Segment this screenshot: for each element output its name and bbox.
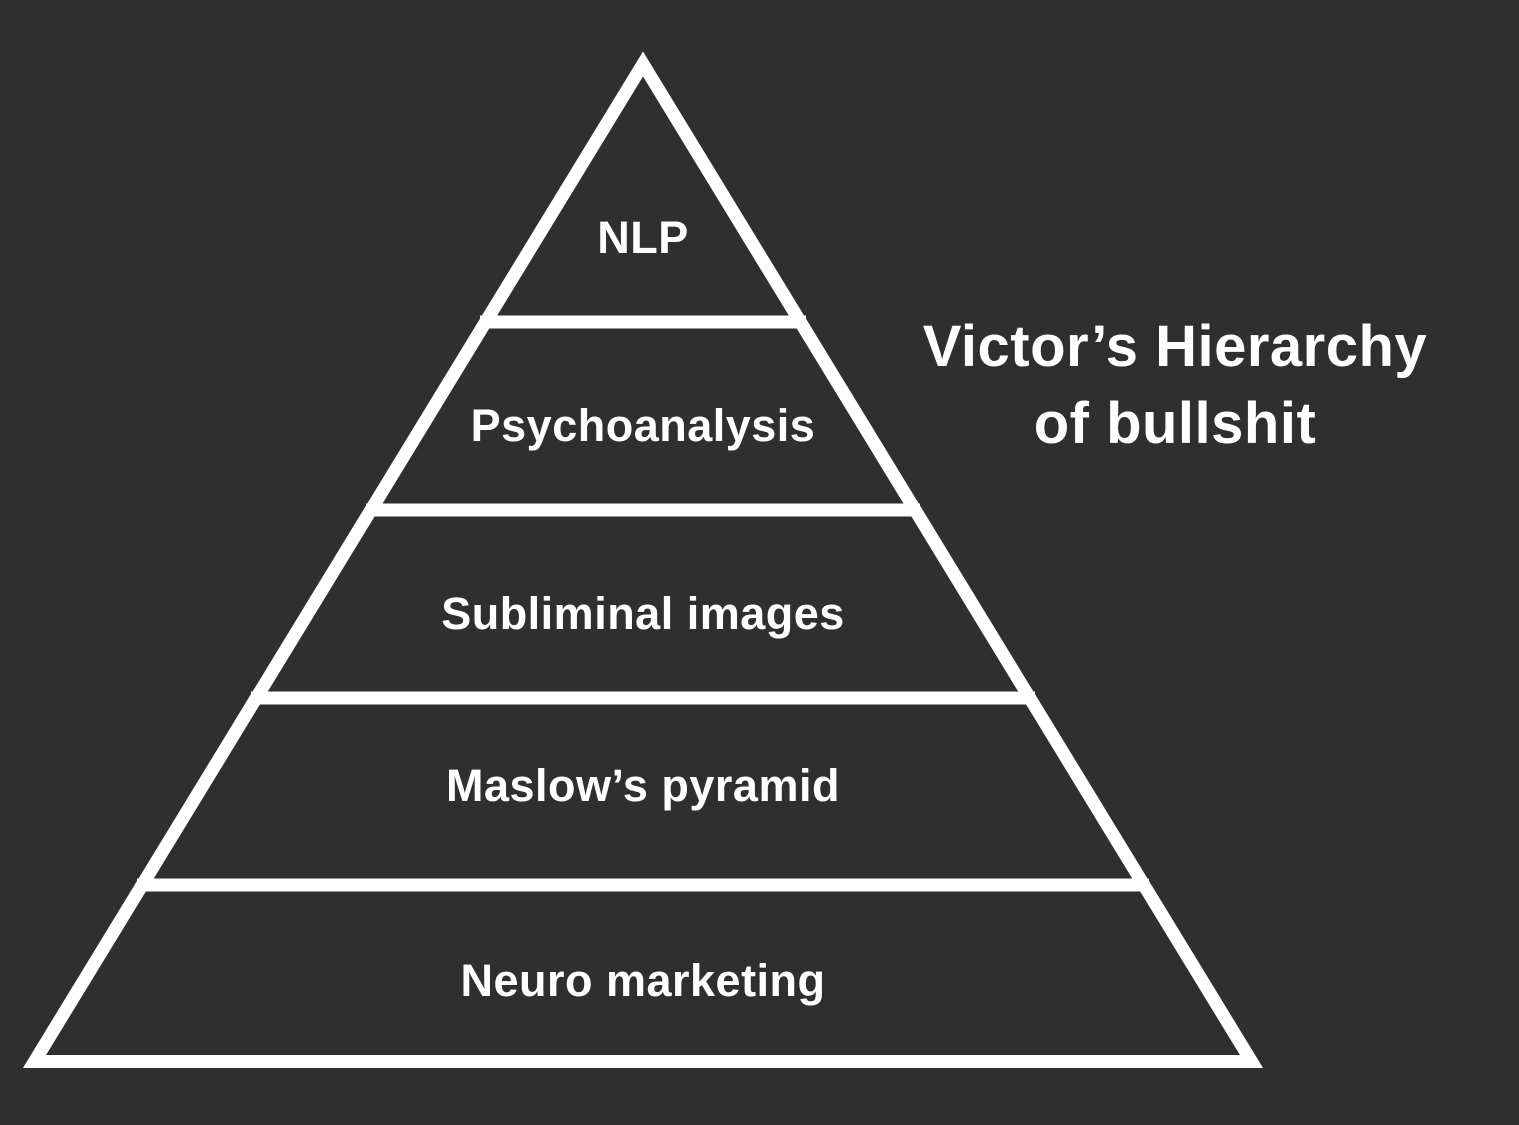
diagram-title-line1: Victor’s Hierarchy	[922, 314, 1428, 379]
level-label-psychoanalysis: Psychoanalysis	[471, 400, 816, 451]
diagram-title: Victor’s Hierarchy of bullshit	[875, 308, 1475, 462]
level-label-maslows-pyramid: Maslow’s pyramid	[446, 760, 840, 811]
level-label-subliminal-images: Subliminal images	[441, 588, 845, 639]
diagram-title-line2: of bullshit	[1033, 391, 1317, 456]
level-label-neuro-marketing: Neuro marketing	[460, 955, 825, 1006]
level-label-nlp: NLP	[597, 212, 689, 263]
pyramid-outline	[22, 51, 1264, 1068]
